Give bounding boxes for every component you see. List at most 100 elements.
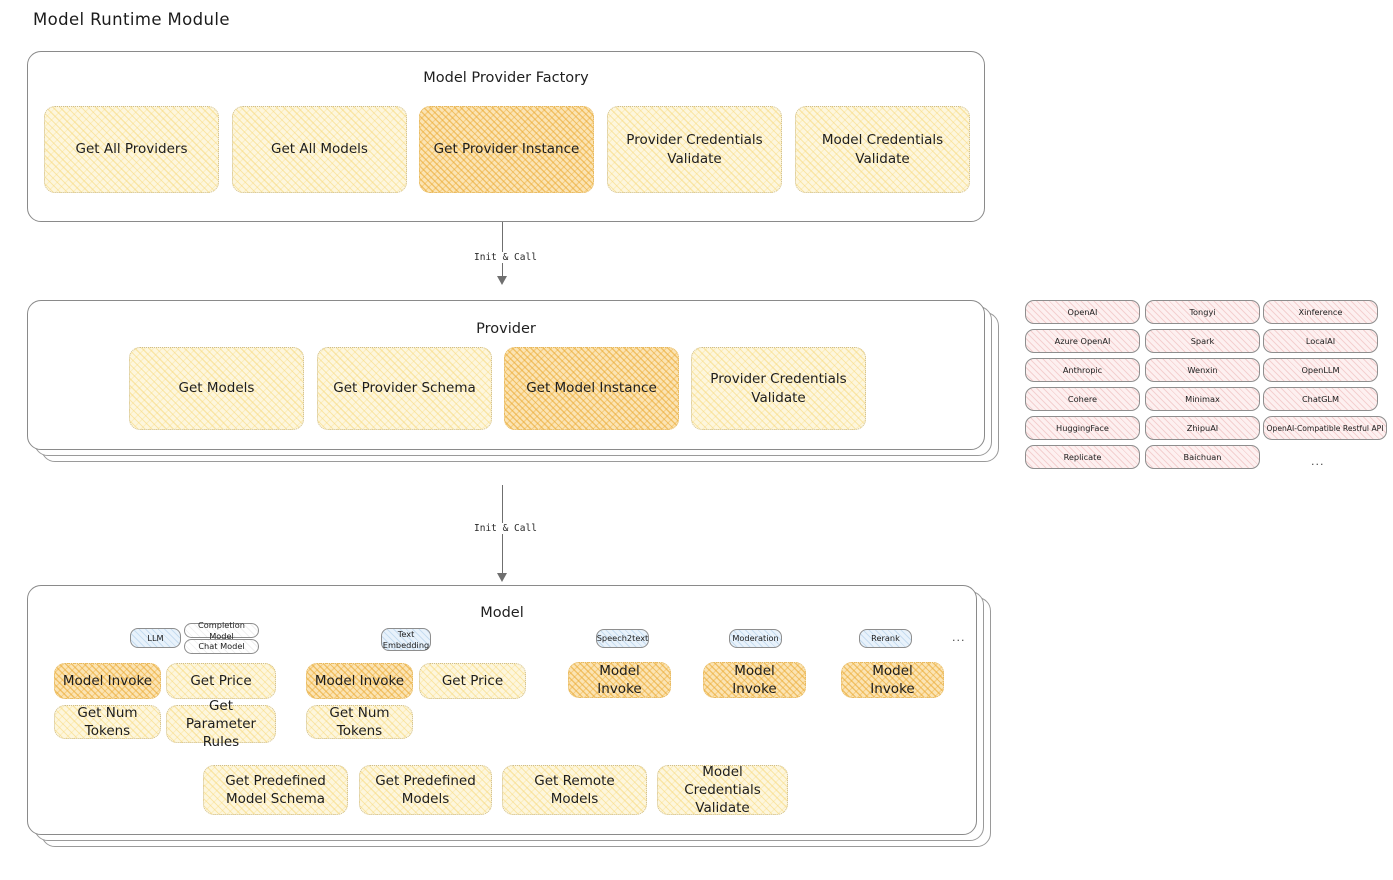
- text-embedding-node-get-price[interactable]: Get Price: [419, 663, 526, 699]
- provider-chip-label: Spark: [1190, 336, 1215, 346]
- provider-chip-label: Cohere: [1067, 394, 1098, 404]
- provider-node-get-models[interactable]: Get Models: [129, 347, 304, 430]
- factory-node-label: Get Provider Instance: [433, 141, 580, 158]
- provider-chip-label: ZhipuAI: [1186, 423, 1219, 433]
- model-common-node-get-predefined-model-schema[interactable]: Get Predefined Model Schema: [203, 765, 348, 815]
- provider-chip-openai-compatible-restful-api[interactable]: OpenAI-Compatible Restful API: [1263, 416, 1387, 440]
- model-sub-badge-label: Chat Model: [198, 641, 245, 652]
- provider-node-get-provider-schema[interactable]: Get Provider Schema: [317, 347, 492, 430]
- arrow-provider-to-model-head: [497, 573, 507, 582]
- provider-chip-replicate[interactable]: Replicate: [1025, 445, 1140, 469]
- model-sub-badge-label: Completion Model: [198, 620, 245, 641]
- model-common-node-label: Get Remote Models: [534, 772, 615, 807]
- provider-chip-label: Replicate: [1063, 452, 1102, 462]
- provider-title: Provider: [476, 321, 536, 337]
- llm-node-label: Get Parameter Rules: [185, 697, 257, 751]
- provider-chip-chatglm[interactable]: ChatGLM: [1263, 387, 1378, 411]
- page-title: Model Runtime Module: [33, 10, 230, 29]
- speech2text-node-model-invoke[interactable]: Model Invoke: [568, 662, 671, 698]
- provider-chip-huggingface[interactable]: HuggingFace: [1025, 416, 1140, 440]
- provider-chip-label: Anthropic: [1062, 365, 1103, 375]
- factory-node-label: Get All Providers: [75, 141, 188, 158]
- model-common-node-label: Get Predefined Model Schema: [225, 772, 326, 807]
- provider-node-label: Get Models: [178, 380, 255, 397]
- factory-node-provider-credentials-validate[interactable]: Provider Credentials Validate: [607, 106, 782, 193]
- model-common-node-get-remote-models[interactable]: Get Remote Models: [502, 765, 647, 815]
- model-common-node-label: Model Credentials Validate: [684, 763, 761, 817]
- model-provider-factory-title: Model Provider Factory: [423, 70, 589, 86]
- provider-chip-label: Baichuan: [1183, 452, 1222, 462]
- provider-chip-spark[interactable]: Spark: [1145, 329, 1260, 353]
- model-title: Model: [480, 605, 524, 621]
- llm-node-label: Get Num Tokens: [77, 704, 138, 739]
- provider-node-label: Get Provider Schema: [333, 380, 476, 397]
- factory-node-get-all-models[interactable]: Get All Models: [232, 106, 407, 193]
- provider-chip-label: Wenxin: [1187, 365, 1218, 375]
- provider-chip-label: OpenLLM: [1301, 365, 1340, 375]
- model-common-node-label: Get Predefined Models: [375, 772, 476, 807]
- llm-node-model-invoke[interactable]: Model Invoke: [54, 663, 161, 699]
- provider-chip-azure-openai[interactable]: Azure OpenAI: [1025, 329, 1140, 353]
- moderation-node-model-invoke[interactable]: Model Invoke: [703, 662, 806, 698]
- model-type-badge-label: Moderation: [732, 633, 779, 644]
- provider-chip-localai[interactable]: LocalAI: [1263, 329, 1378, 353]
- text-embedding-node-label: Model Invoke: [314, 672, 405, 689]
- provider-node-label: Get Model Instance: [526, 380, 657, 397]
- model-type-badge-label: Rerank: [871, 633, 900, 644]
- llm-node-label: Model Invoke: [62, 672, 153, 689]
- llm-node-label: Get Price: [190, 672, 252, 689]
- arrow-provider-to-model-label: Init & Call: [470, 523, 541, 534]
- model-type-badge-label: LLM: [147, 632, 164, 643]
- provider-chip-label: Tongyi: [1189, 307, 1216, 317]
- provider-node-provider-credentials-validate[interactable]: Provider Credentials Validate: [691, 347, 866, 430]
- model-type-badge-speech2text[interactable]: Speech2text: [596, 629, 649, 648]
- factory-node-get-provider-instance[interactable]: Get Provider Instance: [419, 106, 594, 193]
- llm-node-get-num-tokens[interactable]: Get Num Tokens: [54, 705, 161, 739]
- model-type-badge-moderation[interactable]: Moderation: [729, 629, 782, 648]
- model-type-badge-label: Text Embedding: [382, 629, 430, 650]
- speech2text-node-label: Model Invoke: [597, 662, 642, 697]
- rerank-node-label: Model Invoke: [870, 662, 915, 697]
- provider-chip-zhipuai[interactable]: ZhipuAI: [1145, 416, 1260, 440]
- llm-node-get-parameter-rules[interactable]: Get Parameter Rules: [166, 698, 276, 750]
- provider-chip-label: HuggingFace: [1056, 423, 1109, 433]
- provider-chip-label: OpenAI-Compatible Restful API: [1266, 423, 1384, 433]
- text-embedding-node-label: Get Num Tokens: [329, 704, 390, 739]
- provider-chip-openai[interactable]: OpenAI: [1025, 300, 1140, 324]
- model-sub-badge-chat-model[interactable]: Chat Model: [184, 639, 259, 654]
- text-embedding-node-model-invoke[interactable]: Model Invoke: [306, 663, 413, 699]
- arrow-factory-to-provider-head: [497, 276, 507, 285]
- model-types-ellipsis: ...: [952, 631, 966, 644]
- text-embedding-node-label: Get Price: [441, 672, 504, 689]
- text-embedding-node-get-num-tokens[interactable]: Get Num Tokens: [306, 705, 413, 739]
- provider-chip-openllm[interactable]: OpenLLM: [1263, 358, 1378, 382]
- moderation-node-label: Model Invoke: [732, 662, 777, 697]
- provider-chip-cohere[interactable]: Cohere: [1025, 387, 1140, 411]
- rerank-node-model-invoke[interactable]: Model Invoke: [841, 662, 944, 698]
- factory-node-label: Provider Credentials Validate: [626, 132, 763, 167]
- provider-chip-xinference[interactable]: Xinference: [1263, 300, 1378, 324]
- provider-node-label: Provider Credentials Validate: [710, 371, 847, 406]
- provider-chip-minimax[interactable]: Minimax: [1145, 387, 1260, 411]
- provider-node-get-model-instance[interactable]: Get Model Instance: [504, 347, 679, 430]
- model-type-badge-llm[interactable]: LLM: [130, 628, 181, 648]
- model-type-badge-rerank[interactable]: Rerank: [859, 629, 912, 648]
- factory-node-get-all-providers[interactable]: Get All Providers: [44, 106, 219, 193]
- provider-chip-label: Azure OpenAI: [1054, 336, 1111, 346]
- provider-list-ellipsis: ...: [1311, 455, 1325, 468]
- provider-chip-label: Minimax: [1185, 394, 1220, 404]
- provider-chip-label: ChatGLM: [1301, 394, 1340, 404]
- model-common-node-model-credentials-validate[interactable]: Model Credentials Validate: [657, 763, 788, 817]
- llm-node-get-price[interactable]: Get Price: [166, 663, 276, 699]
- factory-node-label: Get All Models: [271, 141, 368, 158]
- provider-chip-tongyi[interactable]: Tongyi: [1145, 300, 1260, 324]
- provider-chip-baichuan[interactable]: Baichuan: [1145, 445, 1260, 469]
- model-type-badge-text-embedding[interactable]: Text Embedding: [381, 628, 431, 651]
- arrow-factory-to-provider-line: [502, 222, 503, 280]
- model-sub-badge-completion-model[interactable]: Completion Model: [184, 620, 259, 641]
- provider-chip-wenxin[interactable]: Wenxin: [1145, 358, 1260, 382]
- provider-chip-anthropic[interactable]: Anthropic: [1025, 358, 1140, 382]
- model-common-node-get-predefined-models[interactable]: Get Predefined Models: [359, 765, 492, 815]
- provider-chip-label: OpenAI: [1067, 307, 1098, 317]
- factory-node-model-credentials-validate[interactable]: Model Credentials Validate: [795, 106, 970, 193]
